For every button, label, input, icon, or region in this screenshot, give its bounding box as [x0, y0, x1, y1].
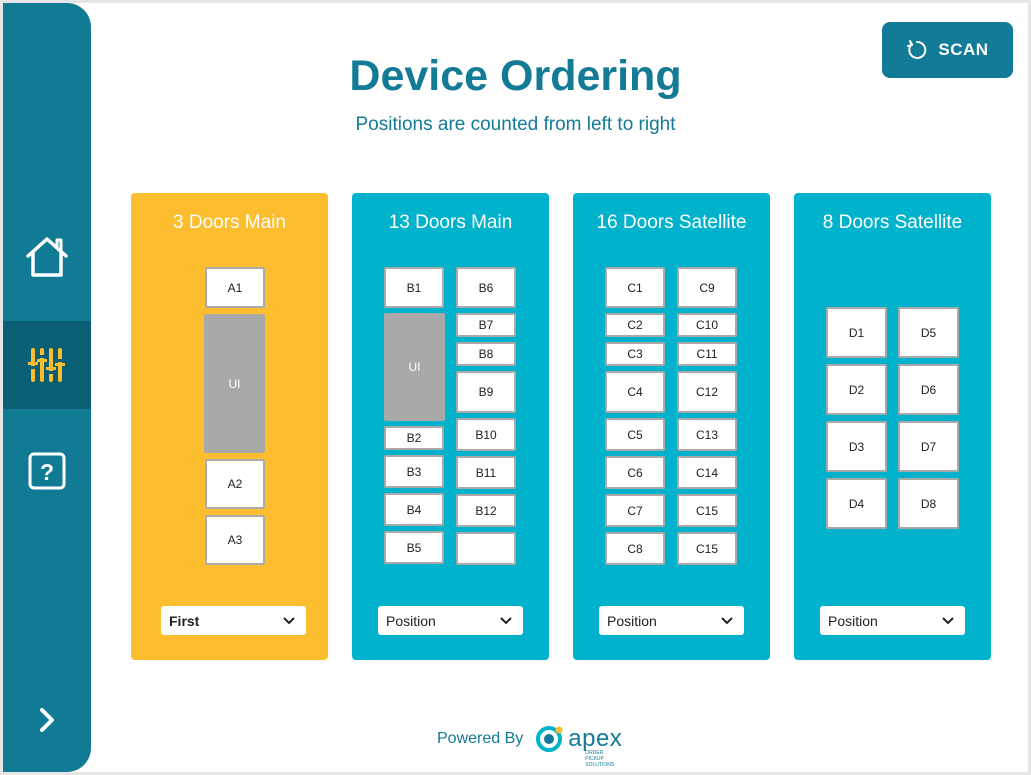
- door-cell[interactable]: A1: [205, 267, 265, 308]
- help-icon: ?: [28, 452, 66, 490]
- door-cell[interactable]: A2: [205, 459, 265, 509]
- footer: Powered By apex ORDER PICKUP SOLUTIONS: [437, 722, 623, 768]
- door-cell[interactable]: C15: [677, 532, 737, 565]
- door-cell[interactable]: C6: [605, 456, 665, 489]
- panel-title: 3 Doors Main: [173, 212, 286, 233]
- nav-home-button[interactable]: [3, 213, 91, 301]
- door-cell[interactable]: B11: [456, 456, 516, 489]
- panel-title: 8 Doors Satellite: [822, 212, 963, 233]
- door-cell[interactable]: B7: [456, 313, 516, 337]
- order-select[interactable]: First: [161, 606, 306, 635]
- position-select[interactable]: Position: [378, 606, 523, 635]
- page-subtitle: Positions are counted from left to right: [355, 114, 676, 135]
- door-cell[interactable]: B2: [384, 426, 444, 450]
- door-cell[interactable]: C14: [677, 456, 737, 489]
- door-cell[interactable]: B6: [456, 267, 516, 308]
- door-cell[interactable]: B5: [384, 531, 444, 564]
- home-icon: [26, 237, 68, 277]
- door-cell[interactable]: C15: [677, 494, 737, 527]
- position-select[interactable]: Position: [820, 606, 965, 635]
- door-cell[interactable]: D8: [898, 478, 959, 529]
- panel-16-doors-satellite: 16 Doors Satellite C1 C2 C3 C4 C5 C6 C7 …: [573, 193, 770, 660]
- ui-block: UI: [204, 314, 265, 453]
- position-select-value: Position: [386, 612, 436, 629]
- door-cell[interactable]: D1: [826, 307, 887, 358]
- door-cell[interactable]: D4: [826, 478, 887, 529]
- chevron-down-icon: [283, 616, 295, 624]
- powered-by-text: Powered By: [437, 730, 524, 747]
- door-cell[interactable]: C3: [605, 342, 665, 366]
- position-select-value: Position: [607, 612, 657, 629]
- panel-13-doors-main: 13 Doors Main B1 UI B2 B3 B4 B5 B6 B7 B8…: [352, 193, 549, 660]
- door-cell[interactable]: D3: [826, 421, 887, 472]
- door-cell[interactable]: C10: [677, 313, 737, 337]
- door-cell[interactable]: C11: [677, 342, 737, 366]
- door-cell[interactable]: [456, 532, 516, 565]
- sidebar-expand-button[interactable]: [3, 693, 91, 747]
- door-cell[interactable]: C12: [677, 371, 737, 413]
- apex-logo-mark: [536, 726, 563, 752]
- panel-3-doors-main: 3 Doors Main A1 UI A2 A3 First: [131, 193, 328, 660]
- door-cell[interactable]: B8: [456, 342, 516, 366]
- panel-title: 16 Doors Satellite: [596, 212, 747, 233]
- refresh-icon: [907, 40, 927, 59]
- door-cell[interactable]: B4: [384, 493, 444, 526]
- door-cell[interactable]: B3: [384, 455, 444, 488]
- ui-block: UI: [384, 313, 445, 421]
- sidebar: ?: [3, 3, 91, 772]
- scan-button-label: SCAN: [938, 40, 989, 59]
- panel-8-doors-satellite: 8 Doors Satellite D1 D2 D3 D4 D5 D6 D7 D…: [794, 193, 991, 660]
- apex-logo-tagline: ORDER PICKUP SOLUTIONS: [585, 750, 615, 768]
- position-select-value: Position: [828, 612, 878, 629]
- apex-logo: apex ORDER PICKUP SOLUTIONS: [535, 724, 623, 768]
- door-cell[interactable]: C1: [605, 267, 665, 308]
- door-cell[interactable]: C4: [605, 371, 665, 413]
- order-select-value: First: [169, 612, 200, 629]
- door-cell[interactable]: D5: [898, 307, 959, 358]
- door-cell[interactable]: C9: [677, 267, 737, 308]
- panel-title: 13 Doors Main: [388, 212, 513, 233]
- door-cell[interactable]: C7: [605, 494, 665, 527]
- chevron-right-icon: [40, 708, 54, 732]
- door-cell[interactable]: B12: [456, 494, 516, 527]
- chevron-down-icon: [500, 616, 512, 624]
- door-cell[interactable]: D6: [898, 364, 959, 415]
- door-cell[interactable]: D7: [898, 421, 959, 472]
- nav-settings-button[interactable]: [3, 321, 91, 409]
- door-cell[interactable]: C13: [677, 418, 737, 451]
- nav-help-button[interactable]: ?: [3, 427, 91, 515]
- chevron-down-icon: [721, 616, 733, 624]
- door-cell[interactable]: B9: [456, 371, 516, 413]
- door-cell[interactable]: B10: [456, 418, 516, 451]
- apex-logo-word: apex: [568, 725, 623, 752]
- door-cell[interactable]: A3: [205, 515, 265, 565]
- door-cell[interactable]: C5: [605, 418, 665, 451]
- scan-button[interactable]: SCAN: [882, 22, 1013, 78]
- svg-text:?: ?: [40, 459, 54, 485]
- door-cell[interactable]: C2: [605, 313, 665, 337]
- sliders-icon: [28, 348, 65, 382]
- door-cell[interactable]: D2: [826, 364, 887, 415]
- door-cell[interactable]: B1: [384, 267, 444, 308]
- page-title: Device Ordering: [349, 52, 682, 100]
- door-cell[interactable]: C8: [605, 532, 665, 565]
- position-select[interactable]: Position: [599, 606, 744, 635]
- chevron-down-icon: [942, 616, 954, 624]
